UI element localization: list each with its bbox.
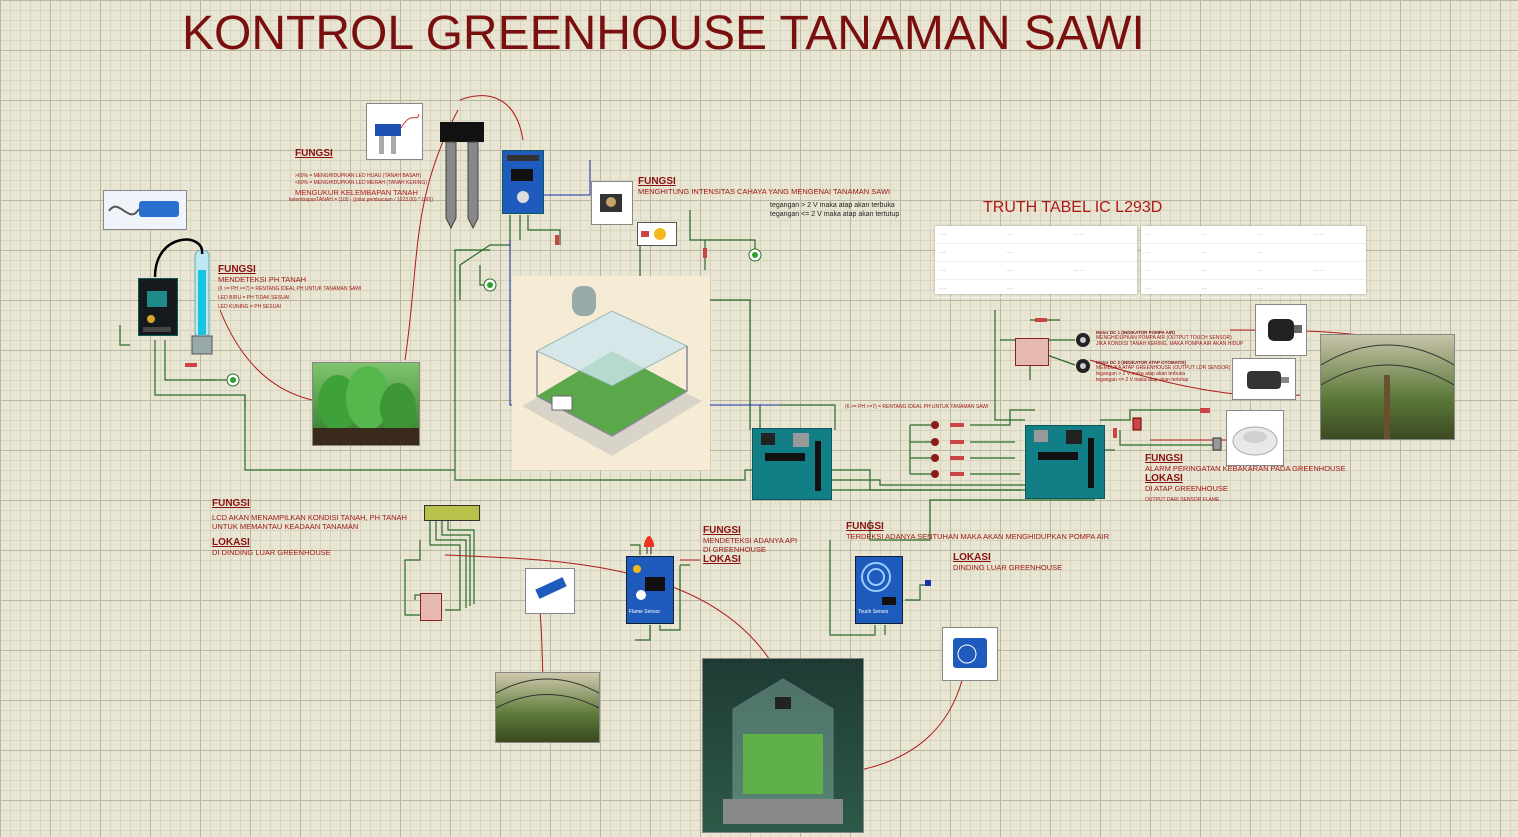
flame-fungsi-heading: FUNGSI [703,525,741,536]
lcd-lokasi-heading: LOKASI [212,537,250,548]
flame-line2: DI GREENHOUSE [703,545,766,554]
soil-line3: MENGUKUR KELEMBAPAN TANAH [295,188,418,197]
flame-board-label: Flame Sensor [629,609,661,615]
ldr-line2: tegangan > 2 V maka atap akan terbuka [770,202,895,209]
ph-probe-cable [153,238,204,278]
motor1-title: Motor DC 1 (INDIKATOR POMPA AIR) [1096,330,1175,335]
greenhouse-illustration [512,276,710,470]
lcd-display [424,505,480,521]
page-title: KONTROL GREENHOUSE TANAMAN SAWI [182,7,1145,60]
dc-motor-photo [1232,358,1296,400]
ph-desc: MENDETEKSI PH TANAH [218,275,307,284]
ph-line2: LED BIRU = PH TIDAK SESUAI [218,295,290,301]
lcd-location: DI DINDING LUAR GREENHOUSE [212,548,331,557]
soil-line2: <60% = MENGHIDUPKAN LED MERAH (TANAH KER… [295,180,427,186]
sawi-plant-photo [312,362,420,446]
ph-line1: (6 >= PH >=7) = RENTANG IDEAL PH UNTUK T… [218,286,362,292]
lcd-block: FUNGSI LCD AKAN MENAMPILKAN KONDISI TANA… [212,498,407,557]
arduino-right [1025,425,1105,499]
motor2-title: Motor DC 2 (INDIKATOR ATAP OTOMATIS) [1096,360,1186,365]
truth-table-right: ··················· ············ ·······… [1141,226,1366,298]
touch-block: FUNGSI TERDEKSI ADANYA SENTUHAN MAKA AKA… [846,521,1109,541]
alarm-location: DI ATAP GREENHOUSE [1145,484,1228,493]
motor2-line1: MEMBUKA ATAP GREENHOUSE (OUTPUT LDR SENS… [1096,365,1231,371]
greenhouse-interior-photo-right [1320,334,1455,440]
touch-sensor-photo [942,627,998,681]
flame-line1: MENDETEKSI ADANYA API [703,536,798,545]
soil-fungsi-heading: FUNGSI [295,148,333,159]
ldr-block: FUNGSI MENGHITUNG INTENSITAS CAHAYA YANG… [638,176,890,196]
pump-photo [1255,304,1307,356]
ph-probe-photo [103,190,187,230]
lcd-driver-ic [420,593,442,621]
motor1-line2: JIKA KONDISI TANAH KERING, MAKA POMPA AI… [1096,341,1244,347]
ldr-sun-symbol [637,222,677,246]
ph-range-note: (6 >= PH >=7) = RENTANG IDEAL PH UNTUK T… [845,404,989,410]
touch-desc: TERDEKSI ADANYA SENTUHAN MAKA AKAN MENGH… [846,532,1110,541]
touch-sensor-board: Touch Sensor [855,556,903,624]
motor2-line2: tegangan > 2 V maka atap akan terbuka [1096,371,1186,377]
alarm-block: FUNGSI ALARM PERINGATAN KEBAKARAN PADA G… [1145,453,1345,503]
touch-lokasi-heading: LOKASI [953,552,991,563]
flame-lokasi-heading: LOKASI [703,554,741,565]
greenhouse-interior-photo-left [495,672,600,743]
ldr-fungsi-heading: FUNGSI [638,176,676,187]
lcd-line2: UNTUK MEMANTAU KEADAAN TANAMAN [212,522,359,531]
ph-line3: LED KUNING = PH SESUAI [218,304,281,310]
flame-sensor-board: Flame Sensor [626,556,674,624]
alarm-note: OUTPUT DARI SENSOR FLAME [1145,497,1220,503]
touch-fungsi-heading: FUNGSI [846,521,884,532]
soil-module-board [502,150,544,214]
ph-probe-symbol [190,249,214,355]
alarm-desc: ALARM PERINGATAN KEBAKARAN PADA GREENHOU… [1145,464,1346,473]
alarm-fungsi-heading: FUNGSI [1145,453,1183,464]
ldr-module-photo [591,181,633,225]
ldr-line3: tegangan <= 2 V maka atap akan tertutup [770,211,900,218]
soil-block: FUNGSI >60% = MENGHIDUPKAN LED HIJAU (TA… [289,148,433,203]
lcd-line1: LCD AKAN MENAMPILKAN KONDISI TANAH, PH T… [212,513,407,522]
greenhouse-render-photo [702,658,864,833]
touch-location: DINDING LUAR GREENHOUSE [953,563,1063,572]
soil-probe-fork [440,122,484,232]
motor1-block: Motor DC 1 (INDIKATOR POMPA AIR) MENGHID… [1096,330,1243,347]
l293d-ic [1015,338,1049,366]
alarm-lokasi-heading: LOKASI [1145,473,1183,484]
flame-led-symbol [643,532,655,554]
arduino-left [752,428,832,500]
ldr-line1: MENGHITUNG INTENSITAS CAHAYA YANG MENGEN… [638,187,891,196]
ph-block: FUNGSI MENDETEKSI PH TANAH (6 >= PH >=7)… [218,264,361,310]
flame-block: FUNGSI MENDETEKSI ADANYA API DI GREENHOU… [703,525,797,565]
touch-board-label: Touch Sensor [858,609,889,615]
smoke-alarm-photo [1226,410,1284,466]
truth-table-title: TRUTH TABEL IC L293D [983,199,1163,216]
soil-line1: >60% = MENGHIDUPKAN LED HIJAU (TANAH BAS… [295,173,422,179]
lcd-fungsi-heading: FUNGSI [212,498,250,509]
motor2-line3: tegangan <= 2 V maka atap akan tertutup [1096,377,1189,383]
motor2-block: Motor DC 2 (INDIKATOR ATAP OTOMATIS) MEM… [1096,360,1230,383]
ph-fungsi-heading: FUNGSI [218,264,256,275]
motor1-line1: MENGHIDUPKAN POMPA AIR (OUTPUT TOUCH SEN… [1096,335,1232,341]
touch-lokasi-block: LOKASI DINDING LUAR GREENHOUSE [953,552,1062,572]
truth-table-left: ················· ·········· ···········… [935,226,1137,298]
ph-module-board [138,278,178,336]
flame-sensor-photo [525,568,575,614]
soil-sensor-small-photo [366,103,423,160]
soil-formula: kelembapanTANAH = (100 - ((nilai pembaca… [289,197,434,203]
